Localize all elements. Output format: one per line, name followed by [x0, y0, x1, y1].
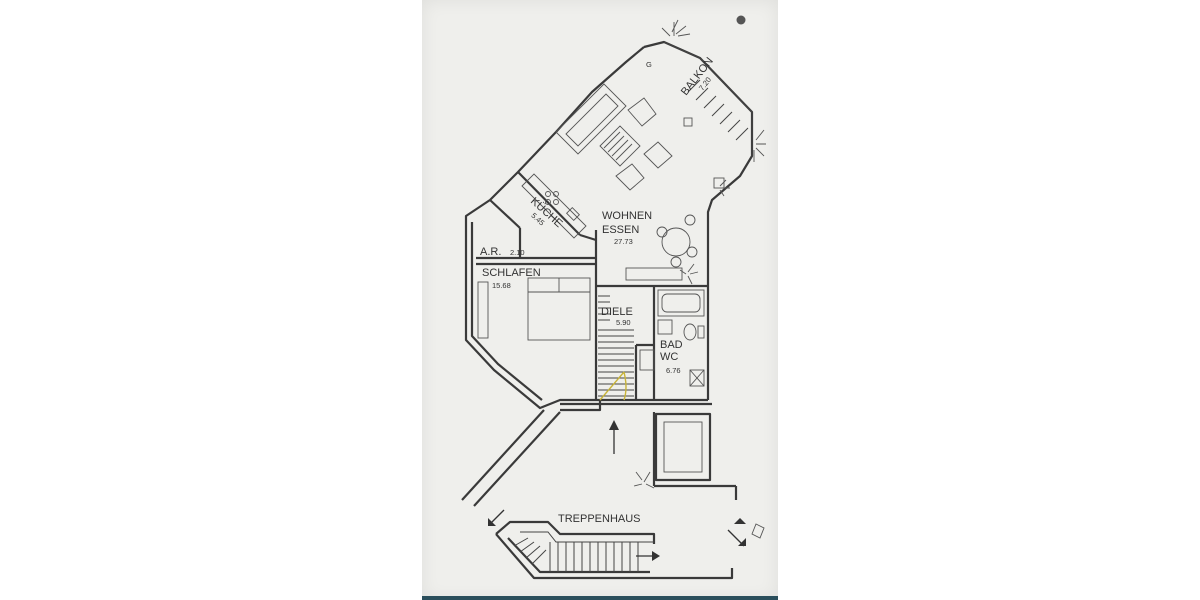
sideboard — [625, 267, 683, 281]
armchairs — [615, 97, 673, 191]
bad-label: BAD — [660, 339, 683, 351]
treppenhaus-label: TREPPENHAUS — [558, 513, 641, 525]
washbasin — [657, 319, 673, 335]
staircase — [495, 520, 734, 580]
interior-walls — [476, 171, 712, 406]
bad-area: 6.76 — [666, 366, 681, 375]
hall-floor-stripes — [598, 295, 634, 397]
essen-label: ESSEN — [602, 224, 639, 236]
wohnen-area: 27.73 — [614, 237, 633, 246]
table-edge — [422, 596, 778, 600]
diele-area: 5.90 — [616, 318, 631, 327]
bed — [527, 277, 591, 341]
toilet — [683, 323, 705, 341]
balcony-railing — [663, 41, 753, 189]
bathtub — [657, 289, 705, 317]
abstellraum-area: 2.10 — [510, 248, 525, 257]
entry-arrow-icon — [609, 420, 619, 454]
balcony-gas-label: G — [646, 60, 652, 69]
shower — [639, 349, 705, 387]
corridor-walls — [461, 409, 738, 507]
kitchen-counter — [521, 173, 587, 239]
diele-label: DIELE — [601, 306, 633, 318]
coffee-table — [599, 125, 641, 167]
sofa — [555, 83, 627, 155]
elevator-shaft — [654, 412, 712, 482]
exit-arrow-right-icon — [727, 518, 765, 547]
pin-hole — [736, 15, 746, 25]
plant-icons — [633, 19, 766, 489]
wc-label: WC — [660, 351, 678, 363]
abstellraum-label: A.R. — [480, 246, 501, 258]
exit-arrow-left-icon — [488, 509, 505, 526]
balkon-label: BALKON — [679, 55, 716, 98]
entrance-door-swing — [599, 371, 627, 401]
dining-table — [656, 214, 698, 268]
schlafen-label: SCHLAFEN — [482, 267, 541, 279]
schlafen-area: 15.68 — [492, 281, 511, 290]
wohnen-label: WOHNEN — [602, 210, 652, 222]
wardrobe — [477, 281, 489, 339]
